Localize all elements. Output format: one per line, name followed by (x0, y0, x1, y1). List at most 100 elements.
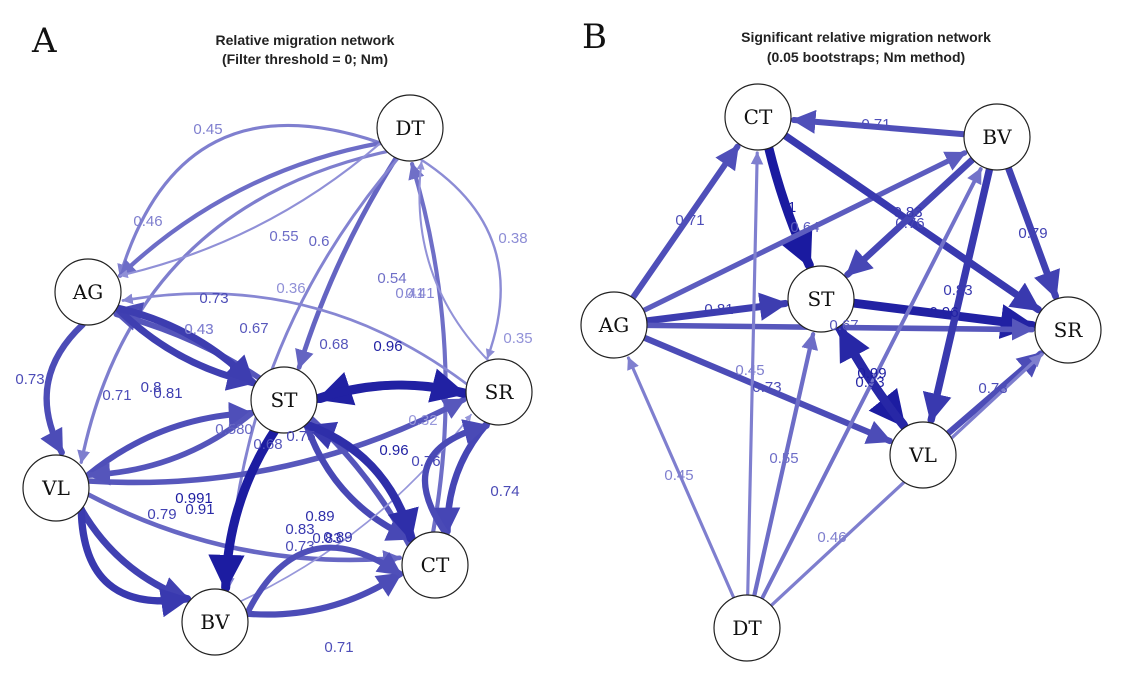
edge-weight-label: 0.91 (185, 501, 214, 518)
edge-st-to-ct (302, 420, 419, 543)
edge-dt-to-ct (746, 151, 764, 597)
node-label: CT (421, 553, 450, 577)
edge-vl-to-ct (86, 492, 403, 569)
edge-weight-label: 0.68 (319, 336, 348, 353)
edge-weight-label: 0.46 (133, 213, 162, 230)
edge-st-to-sr (849, 298, 1037, 339)
node-circle (963, 103, 1031, 171)
edge-weight-label: 0.79 (1018, 225, 1047, 242)
edge-weight-label: 0.99 (857, 365, 886, 382)
node-vl: VL (889, 421, 957, 489)
node-ag: AG (580, 291, 648, 359)
edge-weight-label: 0.93 (855, 374, 884, 391)
edge-weight-label: 0.43 (184, 321, 213, 338)
node-label: ST (270, 388, 298, 412)
node-circle (250, 366, 318, 434)
edge-weight-label: 0.36 (276, 280, 305, 297)
edge-ag-to-bv (641, 150, 968, 314)
edge-weight-label: 0.83 (312, 530, 341, 547)
node-circle (376, 94, 444, 162)
edge-dt-to-bv (760, 167, 983, 601)
node-vl: VL (22, 454, 90, 522)
edge-dt-to-st (295, 155, 399, 370)
edge-weight-label: 0.41 (405, 285, 434, 302)
edge-ct-to-sr (421, 419, 490, 538)
edge-ct-to-dt (408, 161, 448, 535)
edge-weight-label: 0.32 (408, 412, 437, 429)
edge-vl-to-sr (944, 350, 1044, 437)
edge-weight-label: 0.89 (323, 529, 352, 546)
edge-bv-to-ct (243, 570, 404, 618)
edge-ct-to-sr (781, 132, 1042, 314)
node-label: AG (72, 280, 103, 304)
edge-weight-label: 0.67 (829, 317, 858, 334)
edge-weight-label: 0.46 (817, 529, 846, 546)
node-dt: DT (713, 594, 781, 662)
node-st: ST (787, 265, 855, 333)
edge-weight-label: 0.96 (379, 442, 408, 459)
panel-a-subtitle: (Filter threshold = 0; Nm) (222, 51, 388, 67)
edge-sr-to-ag (121, 292, 469, 386)
edge-bv-to-ct (243, 544, 404, 617)
edge-weight-label: 0.71 (102, 387, 131, 404)
edge-weight-label: 0.83 (943, 282, 972, 299)
edge-weight-label: 0.71 (324, 639, 353, 656)
edge-dt-to-ag (117, 123, 383, 278)
node-circle (54, 258, 122, 326)
edge-bv-to-ct (790, 109, 968, 138)
node-circle (787, 265, 855, 333)
panel-a-letter: A (31, 21, 57, 61)
edge-weight-label: 1 (788, 199, 796, 216)
node-circle (889, 421, 957, 489)
edge-weight-label: 0.71 (861, 116, 890, 133)
edge-weight-label: 0.75 (286, 428, 315, 445)
edge-weight-label: 0.76 (895, 215, 924, 232)
edge-weight-label: 0.45 (664, 467, 693, 484)
edge-weight-label: 0.73 (285, 538, 314, 555)
edges-layer (40, 109, 1060, 618)
edge-weight-label: 0.8 (141, 379, 162, 396)
panel-b-letter: B (582, 17, 607, 57)
node-circle (401, 531, 469, 599)
edge-st-to-bv (208, 426, 279, 593)
edge-weight-label: 0.35 (503, 330, 532, 347)
edge-weight-label: 0.73 (15, 371, 44, 388)
edge-weight-label: 0.73 (978, 380, 1007, 397)
node-label: SR (485, 380, 515, 404)
node-sr: SR (465, 358, 533, 426)
node-dt: DT (376, 94, 444, 162)
edge-weight-label: 0.83 (893, 204, 922, 221)
edge-weight-label: 0.83 (285, 521, 314, 538)
node-label: VL (41, 476, 70, 500)
edge-weight-label: 0.74 (490, 483, 519, 500)
edge-vl-to-bv (77, 505, 192, 618)
edge-dt-to-sr (419, 158, 502, 360)
panel-b-title: Significant relative migration network (741, 29, 991, 45)
node-circle (724, 83, 792, 151)
edge-weight-label: 0.43 (184, 321, 213, 338)
node-circle (465, 358, 533, 426)
node-label: CT (744, 105, 773, 129)
panel-a-title: Relative migration network (216, 32, 395, 48)
edge-weight-label: 0.73 (752, 379, 781, 396)
edge-ct-to-st (764, 143, 814, 270)
node-circle (713, 594, 781, 662)
edge-weight-label: 0.38 (498, 230, 527, 247)
edge-weight-label: 0.71 (675, 212, 704, 229)
node-bv: BV (181, 588, 249, 656)
edge-weight-label: 0.6 (309, 233, 330, 250)
node-label: SR (1054, 318, 1084, 342)
edge-weight-label: 0.79 (147, 506, 176, 523)
edge-weight-label: 0.81 (704, 301, 733, 318)
edge-weight-label: 0.76 (411, 453, 440, 470)
edge-ag-to-st (643, 292, 789, 325)
edge-weight-label: 0.55 (769, 450, 798, 467)
edge-weight-label: 0.580 (215, 421, 253, 438)
node-label: BV (200, 610, 230, 634)
node-label: VL (908, 443, 937, 467)
edge-weight-label: 0.73 (199, 290, 228, 307)
node-label: DT (395, 116, 425, 140)
